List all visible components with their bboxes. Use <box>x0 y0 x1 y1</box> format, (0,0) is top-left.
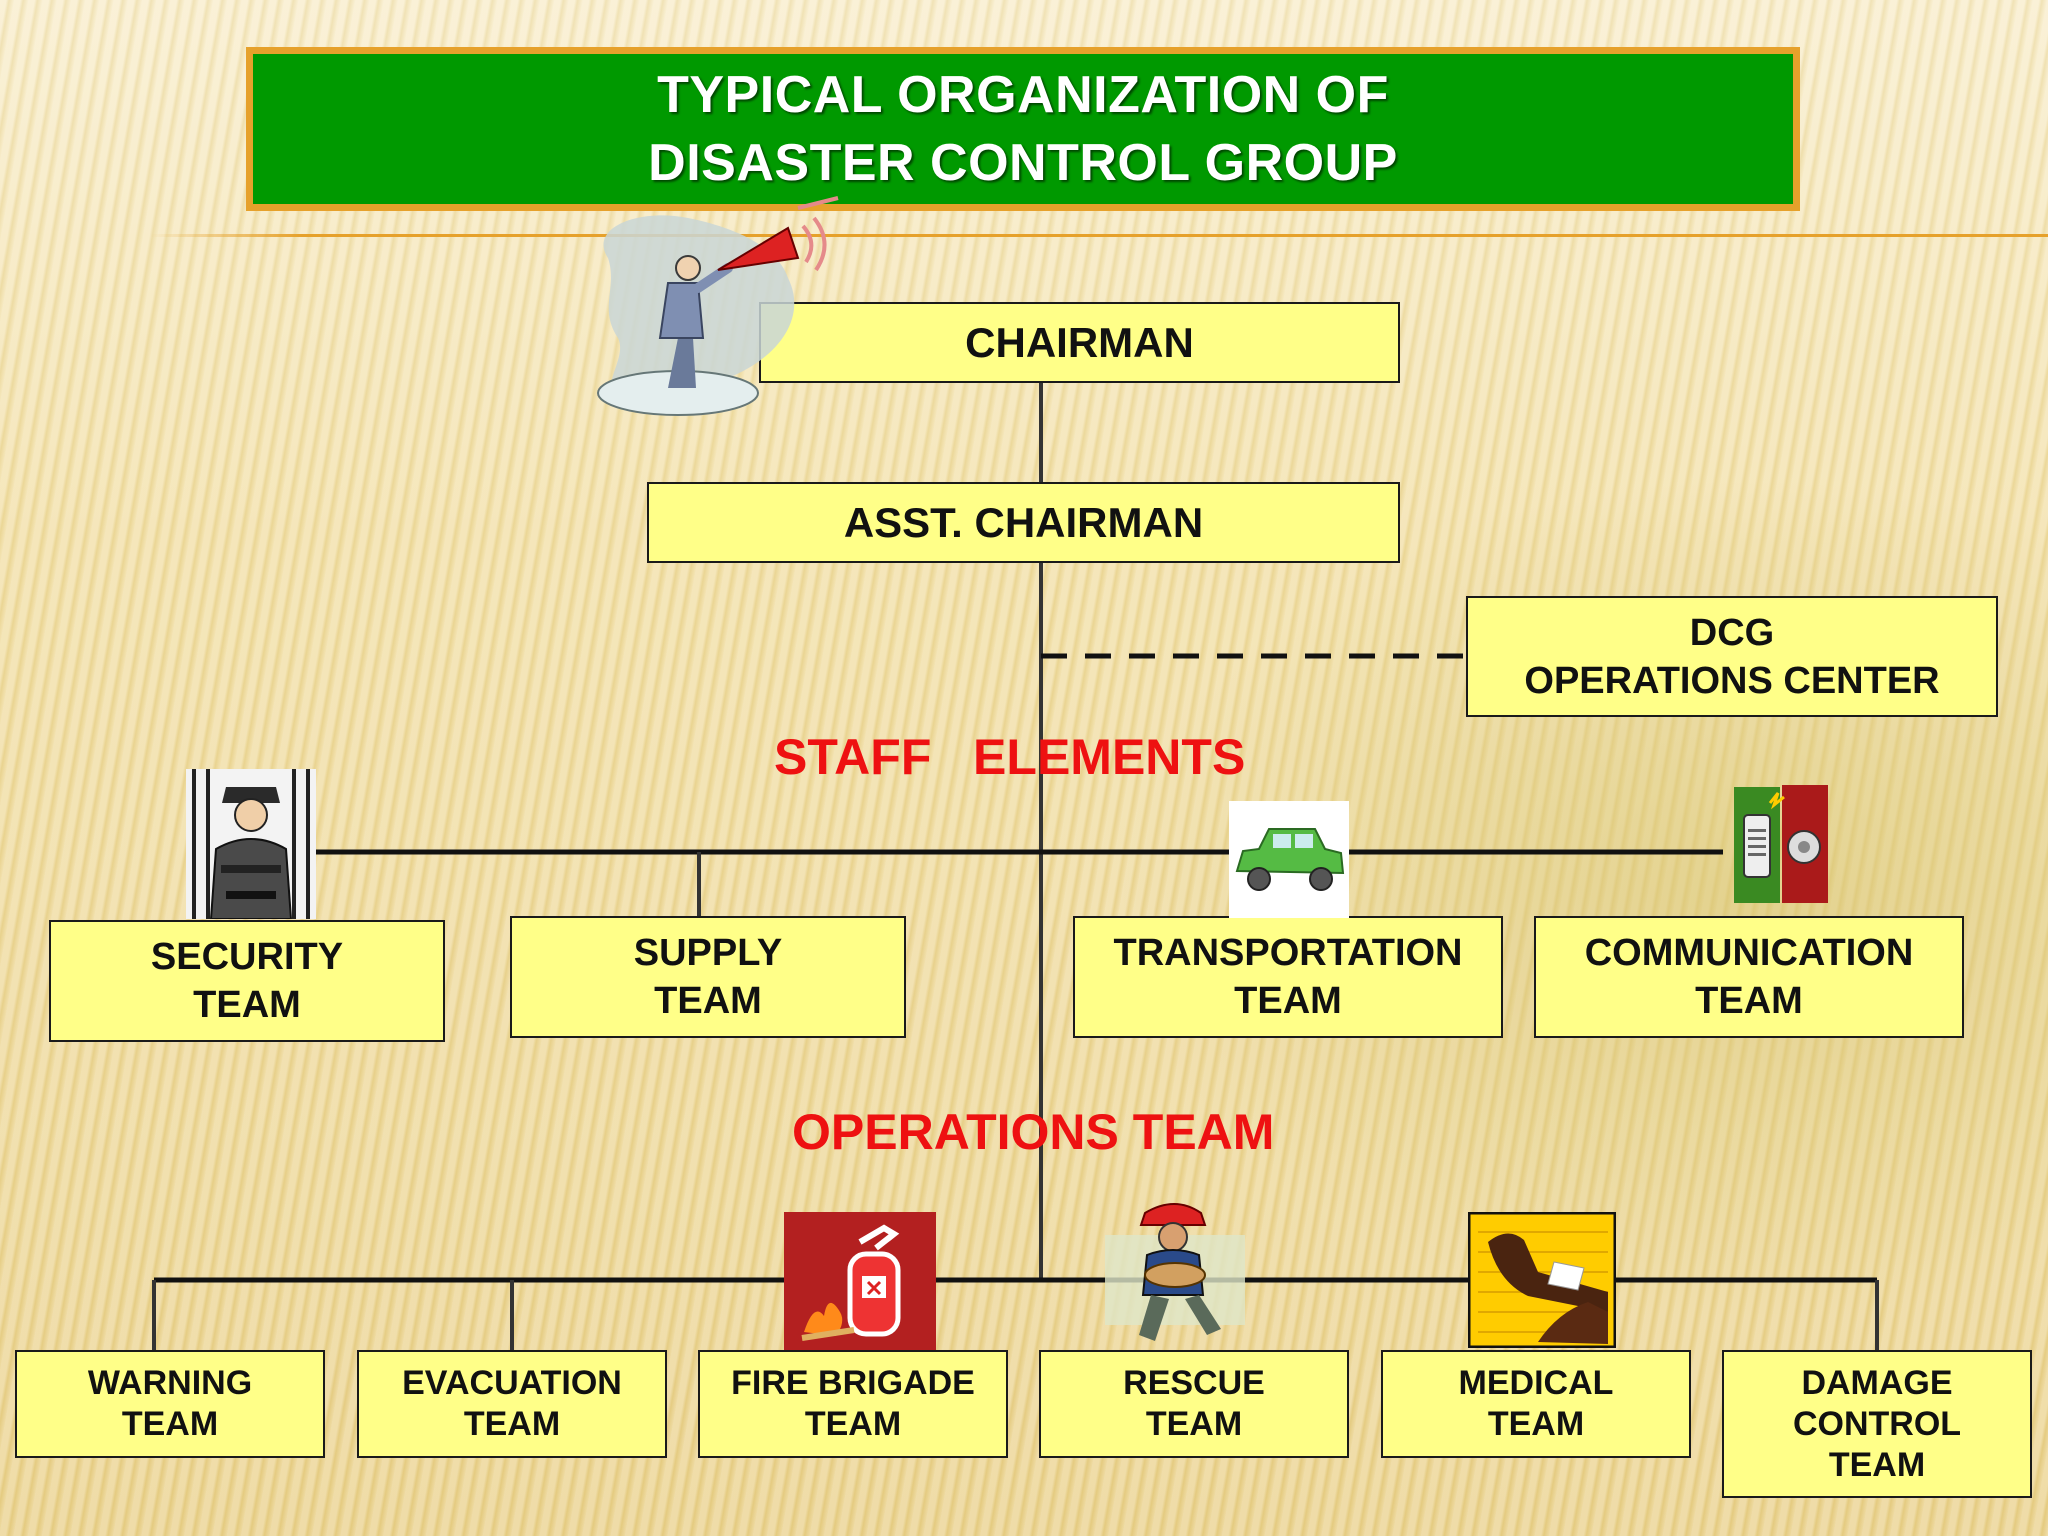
title-divider <box>150 234 2048 237</box>
rescue-team-box: RESCUE TEAM <box>1039 1350 1349 1458</box>
asst-chairman-label: ASST. CHAIRMAN <box>843 498 1204 546</box>
evacuation-line-1: EVACUATION <box>402 1364 622 1402</box>
evacuation-team-box: EVACUATION TEAM <box>357 1350 667 1458</box>
fire-brigade-line-2: TEAM <box>804 1405 902 1443</box>
security-line-1: SECURITY <box>150 936 344 978</box>
communication-line-2: TEAM <box>1695 980 1803 1022</box>
security-guard-icon <box>186 769 316 919</box>
firefighter-rescue-icon <box>1095 1195 1255 1350</box>
chairman-label: CHAIRMAN <box>965 318 1194 366</box>
title-line-2: DISASTER CONTROL GROUP <box>648 134 1398 192</box>
security-team-box: SECURITY TEAM <box>49 920 445 1042</box>
megaphone-man-icon <box>578 188 848 428</box>
asst-chairman-box: ASST. CHAIRMAN <box>647 482 1400 563</box>
supply-team-box: SUPPLY TEAM <box>510 916 906 1038</box>
transportation-line-2: TEAM <box>1234 980 1342 1022</box>
medical-team-box: MEDICAL TEAM <box>1381 1350 1691 1458</box>
car-icon <box>1229 801 1349 918</box>
damage-line-3: TEAM <box>1828 1445 1926 1484</box>
staff-elements-label: STAFF ELEMENTS <box>774 729 1246 785</box>
transportation-line-1: TRANSPORTATION <box>1113 932 1463 974</box>
warning-line-2: TEAM <box>121 1405 219 1443</box>
damage-line-1: DAMAGE <box>1801 1363 1953 1402</box>
fire-extinguisher-icon <box>784 1212 936 1350</box>
warning-team-box: WARNING TEAM <box>15 1350 325 1458</box>
transportation-team-box: TRANSPORTATION TEAM <box>1073 916 1503 1038</box>
dcg-operations-center-box: DCG OPERATIONS CENTER <box>1466 596 1998 717</box>
supply-line-1: SUPPLY <box>633 932 783 974</box>
dcg-line-2: OPERATIONS CENTER <box>1524 659 1940 702</box>
title-line-1: TYPICAL ORGANIZATION OF <box>657 66 1389 124</box>
medical-arm-icon <box>1468 1212 1616 1348</box>
fire-brigade-line-1: FIRE BRIGADE <box>731 1364 975 1402</box>
medical-line-1: MEDICAL <box>1458 1364 1614 1402</box>
rescue-line-1: RESCUE <box>1123 1364 1265 1402</box>
evacuation-line-2: TEAM <box>463 1405 561 1443</box>
title-banner: TYPICAL ORGANIZATION OF DISASTER CONTROL… <box>246 47 1800 211</box>
supply-line-2: TEAM <box>654 980 762 1022</box>
damage-line-2: CONTROL <box>1792 1404 1962 1443</box>
operations-team-label: OPERATIONS TEAM <box>792 1104 1275 1160</box>
phone-alarm-icon <box>1734 785 1828 905</box>
security-line-2: TEAM <box>193 984 301 1026</box>
chairman-box: CHAIRMAN <box>759 302 1400 383</box>
communication-team-box: COMMUNICATION TEAM <box>1534 916 1964 1038</box>
dcg-line-1: DCG <box>1689 611 1775 654</box>
warning-line-1: WARNING <box>87 1364 253 1402</box>
medical-line-2: TEAM <box>1487 1405 1585 1443</box>
communication-line-1: COMMUNICATION <box>1584 932 1914 974</box>
damage-control-team-box: DAMAGE CONTROL TEAM <box>1722 1350 2032 1498</box>
fire-brigade-team-box: FIRE BRIGADE TEAM <box>698 1350 1008 1458</box>
rescue-line-2: TEAM <box>1145 1405 1243 1443</box>
